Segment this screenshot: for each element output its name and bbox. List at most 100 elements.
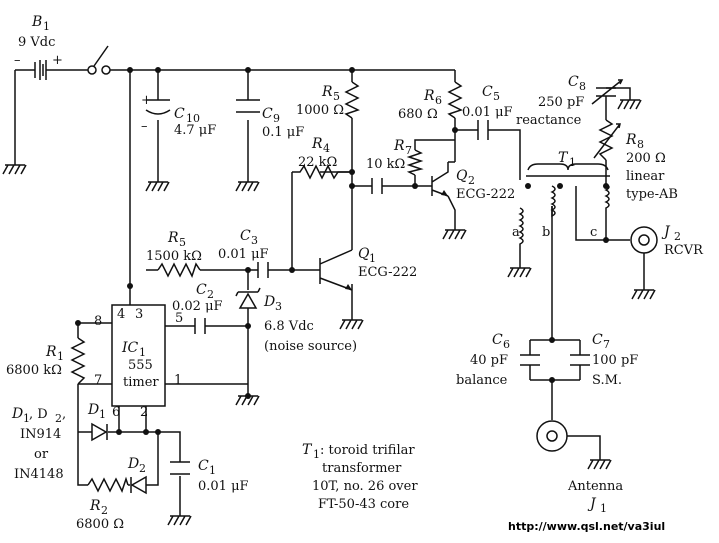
ic1-pin4: 4 xyxy=(117,307,125,322)
wires xyxy=(14,69,645,516)
q2-part: ECG-222 xyxy=(456,187,515,202)
c3-ref: C xyxy=(240,228,251,244)
ground-icon xyxy=(631,289,656,300)
ic1-pin8: 8 xyxy=(94,314,102,329)
power-switch xyxy=(87,45,111,75)
ic1-pin5: 5 xyxy=(175,311,183,326)
q1-ref-sub: 1 xyxy=(369,252,376,265)
c7-ref: C xyxy=(592,332,603,348)
r6-ref: R xyxy=(423,88,435,104)
t1note-line1: : toroid trifilar xyxy=(320,443,415,458)
antenna-ref: J xyxy=(587,496,597,512)
resistor-r2: R 2 6800 Ω xyxy=(76,476,129,532)
ic1-pin3: 3 xyxy=(135,307,143,322)
r2-ref: R xyxy=(89,498,101,514)
resistor-r6: R 6 680 Ω xyxy=(398,81,463,122)
r2-value: 6800 Ω xyxy=(76,517,124,532)
t1note-sub: 1 xyxy=(313,448,320,461)
ic1-line2: 555 xyxy=(128,358,153,373)
zener-d3: D 3 6.8 Vdc (noise source) xyxy=(235,287,357,354)
resistor-r4: R 4 22 kΩ xyxy=(292,136,352,180)
ic1-555-timer: IC 1 555 timer 8 4 3 5 7 1 6 2 xyxy=(94,304,183,420)
ic1-pin6: 6 xyxy=(112,405,120,420)
junction-dot xyxy=(245,323,251,329)
battery-ref: B xyxy=(31,14,42,30)
junction-dot xyxy=(412,183,418,189)
t1-note: T 1 : toroid trifilar transformer 10T, n… xyxy=(302,442,418,512)
j2-ref-sub: 2 xyxy=(674,230,681,243)
d1d2-line4: IN4148 xyxy=(14,467,64,482)
c10-minus-sign: – xyxy=(141,119,148,134)
ground-icon xyxy=(2,164,27,175)
r7-ref-sub: 7 xyxy=(405,144,412,157)
junction-dot xyxy=(349,183,355,189)
junction-dot xyxy=(155,67,161,73)
ground-icon xyxy=(587,459,612,470)
battery-value: 9 Vdc xyxy=(18,35,55,50)
junction-dot xyxy=(452,127,458,133)
battery-minus-sign: – xyxy=(14,53,21,68)
c8-ref-sub: 8 xyxy=(579,80,586,93)
c5-value: 0.01 μF xyxy=(462,105,513,120)
resistor-r5-1500k: R 5 1500 kΩ xyxy=(146,230,202,278)
d1d2-line2: IN914 xyxy=(20,427,61,442)
capacitor-c10: + – C 10 4.7 μF xyxy=(141,93,216,138)
c3-value: 0.01 μF xyxy=(218,247,269,262)
c6-note: balance xyxy=(456,373,508,388)
d1d2-sub2: 2 xyxy=(55,412,62,425)
r1-value: 6800 kΩ xyxy=(6,363,62,378)
c9-ref: C xyxy=(262,106,273,122)
capacitor-c8: C 8 250 pF reactance xyxy=(516,74,624,128)
t1-ref-sub: 1 xyxy=(569,156,576,169)
ic1-pin7: 7 xyxy=(94,373,102,388)
d3-ref-sub: 3 xyxy=(275,300,282,313)
junction-dot xyxy=(127,67,133,73)
capacitor-c3: C 3 0.01 μF xyxy=(218,228,269,278)
c6-ref-sub: 6 xyxy=(503,338,510,351)
r6-value: 680 Ω xyxy=(398,107,438,122)
junction-dot xyxy=(245,67,251,73)
diode-type-label: D 1 , D 2 , IN914 or IN4148 xyxy=(11,406,66,482)
r4-value: 22 kΩ xyxy=(298,155,337,170)
j2-ref: J xyxy=(661,224,671,240)
d1-ref: D xyxy=(87,402,99,418)
r5-ref-sub: 5 xyxy=(333,90,340,103)
r1-ref: R xyxy=(45,344,57,360)
r6-ref-sub: 6 xyxy=(435,94,442,107)
c2-ref-sub: 2 xyxy=(207,288,214,301)
c7-ref-sub: 7 xyxy=(603,338,610,351)
ic1-line3: timer xyxy=(123,375,159,390)
d1-ref-sub: 1 xyxy=(99,408,106,421)
r4-ref: R xyxy=(311,136,323,152)
c10-ref: C xyxy=(174,106,185,122)
junction-dot xyxy=(289,267,295,273)
r5b-ref-sub: 5 xyxy=(179,236,186,249)
d2-ref: D xyxy=(127,456,139,472)
d3-value: 6.8 Vdc xyxy=(264,319,314,334)
junction-dot xyxy=(75,320,81,326)
antenna-ref-sub: 1 xyxy=(600,502,607,515)
d1d2-sub1: 1 xyxy=(23,412,30,425)
c2-value: 0.02 μF xyxy=(172,299,223,314)
d1d2-comma: , D xyxy=(29,407,48,422)
t1note-line3: 10T, no. 26 over xyxy=(312,479,418,494)
potentiometer-r8: R 8 200 Ω linear type-AB xyxy=(593,119,678,202)
capacitor-c9: C 9 0.1 μF xyxy=(236,99,304,140)
r5b-ref: R xyxy=(167,230,179,246)
r8-ref: R xyxy=(625,132,637,148)
c9-value: 0.1 μF xyxy=(262,125,304,140)
transistor-q1: Q 1 ECG-222 xyxy=(319,246,417,291)
r4-ref-sub: 4 xyxy=(323,142,330,155)
ground-icon xyxy=(145,181,170,192)
capacitor-c2: C 2 0.02 μF xyxy=(172,282,223,334)
ground-icon xyxy=(235,395,260,406)
junction-dot xyxy=(155,429,161,435)
ground-icon xyxy=(442,229,467,240)
coupling-capacitor xyxy=(371,178,383,194)
d3-note: (noise source) xyxy=(264,339,357,354)
junction-dot xyxy=(116,429,122,435)
ic1-pin1: 1 xyxy=(174,373,182,388)
r8-note2: type-AB xyxy=(626,187,678,202)
